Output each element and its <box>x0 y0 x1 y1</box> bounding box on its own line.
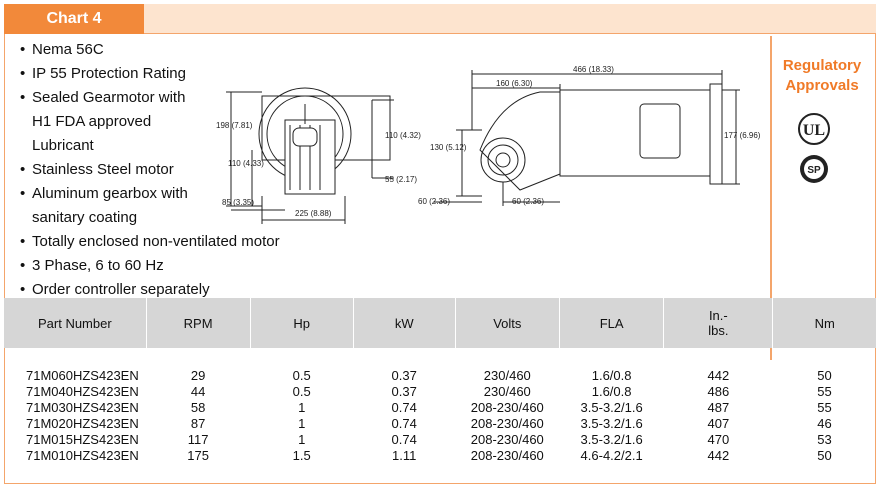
table-cell: 230/460 <box>483 368 531 383</box>
table-cell: 1.5 <box>292 448 311 463</box>
table-cell: 470 <box>707 432 730 447</box>
feature-item: •Aluminum gearbox with <box>20 185 188 202</box>
dim-label: 60 (2.36) <box>418 197 450 206</box>
table-cell: 46 <box>817 416 832 431</box>
table-cell: 50 <box>817 448 832 463</box>
table-cell: 71M010HZS423EN <box>26 448 139 463</box>
feature-item: •3 Phase, 6 to 60 Hz <box>20 257 164 274</box>
feature-item: •Sealed Gearmotor with <box>20 89 186 106</box>
dim-label: 110 (4.33) <box>228 159 264 168</box>
feature-list: •Nema 56C •IP 55 Protection Rating •Seal… <box>20 38 280 302</box>
dim-label: 225 (8.88) <box>295 209 332 218</box>
table-cell: 3.5-3.2/1.6 <box>580 416 643 431</box>
table-cell: 1 <box>298 400 306 415</box>
table-cell: 0.74 <box>391 400 417 415</box>
table-cell: 208-230/460 <box>470 416 544 431</box>
dim-label: 160 (6.30) <box>496 79 533 88</box>
ul-logo-icon: UL <box>798 113 830 145</box>
table-cell: 44 <box>190 384 206 399</box>
col-header: kW <box>353 298 456 348</box>
table-cell: 486 <box>707 384 730 399</box>
dim-label: 55 (2.17) <box>385 175 417 184</box>
feature-item: Lubricant <box>32 137 94 154</box>
table-cell: 0.5 <box>292 384 311 399</box>
table-row: 71M010HZS423EN 175 1.5 1.11 208-230/460 4.6-4… <box>4 448 876 464</box>
chart-label: Chart 4 <box>4 4 144 34</box>
col-header: Volts <box>455 298 561 348</box>
table-header-row: Part Number RPM Hp kW Volts FLA In.-lbs.… <box>4 298 876 348</box>
col-header: Part Number <box>4 298 147 348</box>
feature-item: •IP 55 Protection Rating <box>20 65 186 82</box>
csa-logo-icon: SP <box>800 155 828 183</box>
table-cell: 208-230/460 <box>470 432 544 447</box>
table-cell: 230/460 <box>483 384 531 399</box>
table-cell: 407 <box>707 416 730 431</box>
col-header: In.-lbs. <box>663 298 774 348</box>
table-cell: 0.5 <box>292 368 311 383</box>
table-cell: 71M060HZS423EN <box>26 368 139 383</box>
table-cell: 29 <box>190 368 206 383</box>
dim-label: 110 (4.32) <box>385 131 421 140</box>
parts-table: Part Number RPM Hp kW Volts FLA In.-lbs.… <box>4 298 876 464</box>
table-cell: 1 <box>298 416 306 431</box>
table-cell: 4.6-4.2/2.1 <box>580 448 643 463</box>
dimension-drawings: 198 (7.81) 110 (4.33) 110 (4.32) 55 (2.1… <box>216 65 761 224</box>
feature-item: •Stainless Steel motor <box>20 161 174 178</box>
table-cell: 55 <box>817 384 832 399</box>
table-cell: 0.74 <box>391 416 417 431</box>
table-cell: 117 <box>187 432 209 447</box>
dim-label: 198 (7.81) <box>216 121 253 130</box>
table-cell: 3.5-3.2/1.6 <box>580 432 643 447</box>
table-cell: 71M015HZS423EN <box>26 432 139 447</box>
table-cell: 71M030HZS423EN <box>26 400 139 415</box>
dim-label: 85 (3.35) <box>222 198 254 207</box>
col-header: Hp <box>250 298 354 348</box>
table-cell: 71M040HZS423EN <box>26 384 139 399</box>
table-cell: 0.74 <box>391 432 417 447</box>
table-cell: 442 <box>707 448 730 463</box>
feature-item: H1 FDA approved <box>32 113 152 130</box>
header-band <box>4 4 876 34</box>
table-cell: 50 <box>817 368 832 383</box>
col-header: FLA <box>559 298 665 348</box>
right-motor-body <box>559 89 711 177</box>
svg-text:UL: UL <box>803 122 825 139</box>
table-cell: 1 <box>298 432 306 447</box>
table-row: 71M020HZS423EN 87 1 0.74 208-230/460 3.5-3.2/… <box>4 416 876 432</box>
table-cell: 55 <box>817 400 832 415</box>
table-row: 71M040HZS423EN 44 0.5 0.37 230/460 1.6/0.8 486… <box>4 384 876 400</box>
dim-label: 466 (18.33) <box>573 65 614 74</box>
dim-label: 60 (2.36) <box>512 197 544 206</box>
table-cell: 87 <box>190 416 206 431</box>
table-cell: 58 <box>190 400 206 415</box>
table-row: 71M030HZS423EN 58 1 0.74 208-230/460 3.5-3.2/… <box>4 400 876 416</box>
dim-label: 130 (5.12) <box>430 143 467 152</box>
col-header: Nm <box>772 298 876 348</box>
table-cell: 53 <box>817 432 832 447</box>
dim-label: 177 (6.96) <box>724 131 761 140</box>
table-cell: 0.37 <box>391 384 417 399</box>
table-cell: 1.6/0.8 <box>591 384 632 399</box>
table-cell: 0.37 <box>391 368 417 383</box>
table-row: 71M015HZS423EN 117 1 0.74 208-230/460 3.5-3.2… <box>4 432 876 448</box>
table-cell: 3.5-3.2/1.6 <box>580 400 643 415</box>
col-header: RPM <box>146 298 251 348</box>
table-cell: 71M020HZS423EN <box>26 416 139 431</box>
feature-item: sanitary coating <box>32 209 138 226</box>
regulatory-title: Regulatory Approvals <box>782 57 862 94</box>
table-cell: 487 <box>707 400 730 415</box>
table-cell: 442 <box>707 368 730 383</box>
table-cell: 208-230/460 <box>470 448 544 463</box>
svg-text:SP: SP <box>807 165 821 176</box>
regulatory-divider <box>770 36 772 360</box>
feature-item: •Totally enclosed non-ventilated motor <box>20 233 280 250</box>
table-cell: 208-230/460 <box>470 400 544 415</box>
table-cell: 1.6/0.8 <box>591 368 632 383</box>
feature-item: •Nema 56C <box>20 41 104 58</box>
feature-item: •Order controller separately <box>20 281 210 298</box>
table-cell: 175 <box>187 448 209 463</box>
table-cell: 1.11 <box>392 448 417 463</box>
table-row: 71M060HZS423EN 29 0.5 0.37 230/460 1.6/0.8 442… <box>4 368 876 384</box>
